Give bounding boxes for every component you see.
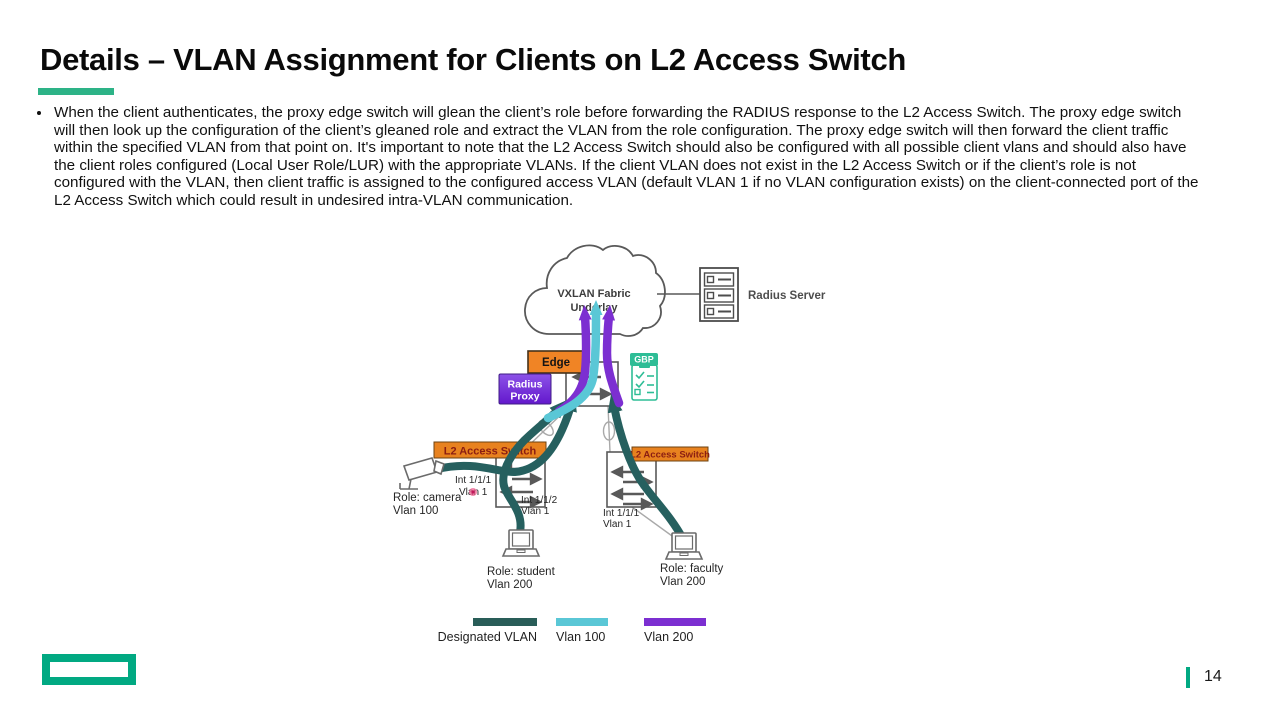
camera-client-icon <box>399 457 445 490</box>
bullet-paragraph: When the client authenticates, the proxy… <box>52 104 1204 210</box>
vlan200-stream-right <box>602 305 624 408</box>
tunnel-loop-right <box>602 421 616 441</box>
left-port2-label-line2: Vlan 1 <box>521 506 550 517</box>
radius-server-label: Radius Server <box>748 290 826 302</box>
l2-access-switch-left-tag: L2 Access Switch <box>433 441 547 459</box>
flow-faculty-to-edge <box>607 392 687 543</box>
cloud-label-line1: VXLAN Fabric <box>557 288 630 300</box>
gbp-label: GBP <box>634 355 654 365</box>
page-number: 14 <box>1204 668 1222 685</box>
legend-item-vlan100: Vlan 100 <box>556 618 608 644</box>
legend-item-vlan200: Vlan 200 <box>644 618 706 644</box>
red-annotation-dot <box>469 488 477 496</box>
legend-swatch-vlan100 <box>556 618 608 626</box>
legend-swatch-designated-vlan <box>473 618 537 626</box>
student-laptop-icon <box>501 529 541 557</box>
legend-label-vlan200: Vlan 200 <box>644 630 694 644</box>
left-port2-label-line1: Int 1/1/2 <box>521 495 558 506</box>
l2-right-tag-label: L2 Access Switch <box>630 450 710 461</box>
legend-swatch-vlan200 <box>644 618 706 626</box>
edge-label: Edge <box>542 357 570 369</box>
faculty-role-label-line1: Role: faculty <box>660 563 724 575</box>
legend-item-designated-vlan: Designated VLAN <box>438 618 537 644</box>
vxlan-cloud-icon: VXLAN Fabric Underlay <box>524 244 666 337</box>
student-role-label-line1: Role: student <box>487 566 556 578</box>
camera-role-label-line2: Vlan 100 <box>393 505 438 517</box>
page-title: Details – VLAN Assignment for Clients on… <box>40 42 907 77</box>
radius-proxy-box: Radius Proxy <box>498 373 552 405</box>
flow-camera-to-edge <box>433 391 577 477</box>
right-port-label-line1: Int 1/1/1 <box>603 508 640 519</box>
vlan100-stream <box>543 300 603 423</box>
radius-server-icon <box>699 267 739 322</box>
student-role-label-line2: Vlan 200 <box>487 579 532 591</box>
left-port1-label-line1: Int 1/1/1 <box>455 475 492 486</box>
legend-label-vlan100: Vlan 100 <box>556 630 606 644</box>
faculty-role-label-line2: Vlan 200 <box>660 576 705 588</box>
camera-role-label-line1: Role: camera <box>393 492 462 504</box>
radius-proxy-label-line1: Radius <box>507 379 542 391</box>
faculty-laptop-icon <box>664 532 704 560</box>
edge-tag: Edge <box>527 350 585 374</box>
hpe-logo <box>42 654 136 685</box>
legend-label-designated-vlan: Designated VLAN <box>437 630 537 644</box>
vlan-streams <box>543 300 624 423</box>
radius-proxy-label-line2: Proxy <box>510 391 539 403</box>
gbp-policy-icon: GBP <box>630 353 658 401</box>
l2-access-switch-right-tag: L2 Access Switch <box>630 446 710 462</box>
title-accent-bar <box>38 88 114 95</box>
right-port-label-line2: Vlan 1 <box>603 519 632 530</box>
page-number-accent-bar <box>1186 667 1190 688</box>
bullet-list: When the client authenticates, the proxy… <box>34 104 1204 210</box>
